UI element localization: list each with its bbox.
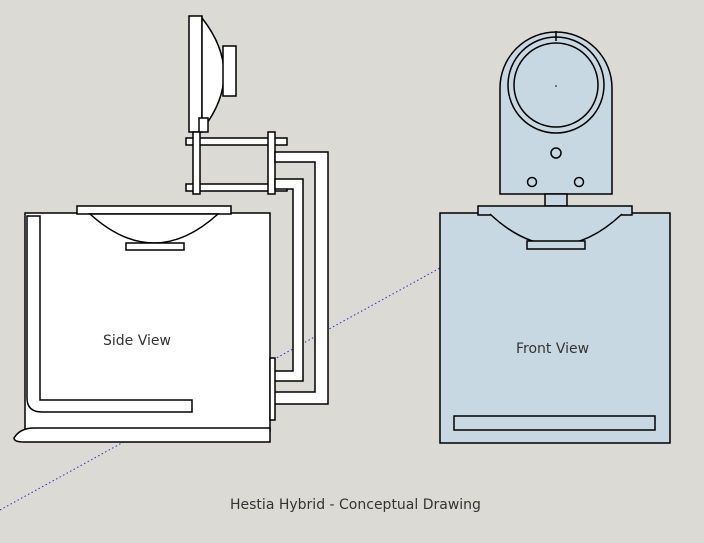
front-view-label: Front View bbox=[516, 341, 589, 357]
front-view: Front View bbox=[439, 31, 671, 444]
side-view-label: Side View bbox=[103, 333, 171, 349]
side-view: Side View bbox=[13, 15, 329, 443]
drawing-caption: Hestia Hybrid - Conceptual Drawing bbox=[230, 497, 481, 513]
side-body bbox=[13, 205, 276, 443]
front-lamp bbox=[499, 31, 613, 207]
front-body bbox=[439, 205, 671, 444]
side-bracket bbox=[185, 131, 288, 195]
side-lamp bbox=[188, 15, 237, 133]
